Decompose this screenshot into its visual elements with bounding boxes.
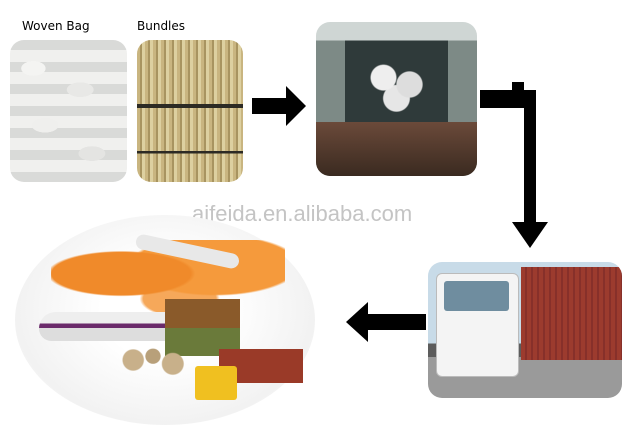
watermark: ajfeida.en.alibaba.com (192, 201, 413, 226)
bundles-label: Bundles (137, 19, 186, 33)
arrow-right-icon (252, 86, 306, 126)
arrow-left-icon (346, 302, 426, 342)
woven-bag-photo (10, 40, 127, 182)
arrow-elbow-down-icon (480, 82, 548, 248)
container-loading-photo (316, 22, 477, 176)
bundles-photo (137, 40, 243, 182)
global-shipping-illustration (15, 215, 315, 425)
truck-photo (428, 262, 622, 398)
woven-bag-label: Woven Bag (22, 19, 90, 33)
